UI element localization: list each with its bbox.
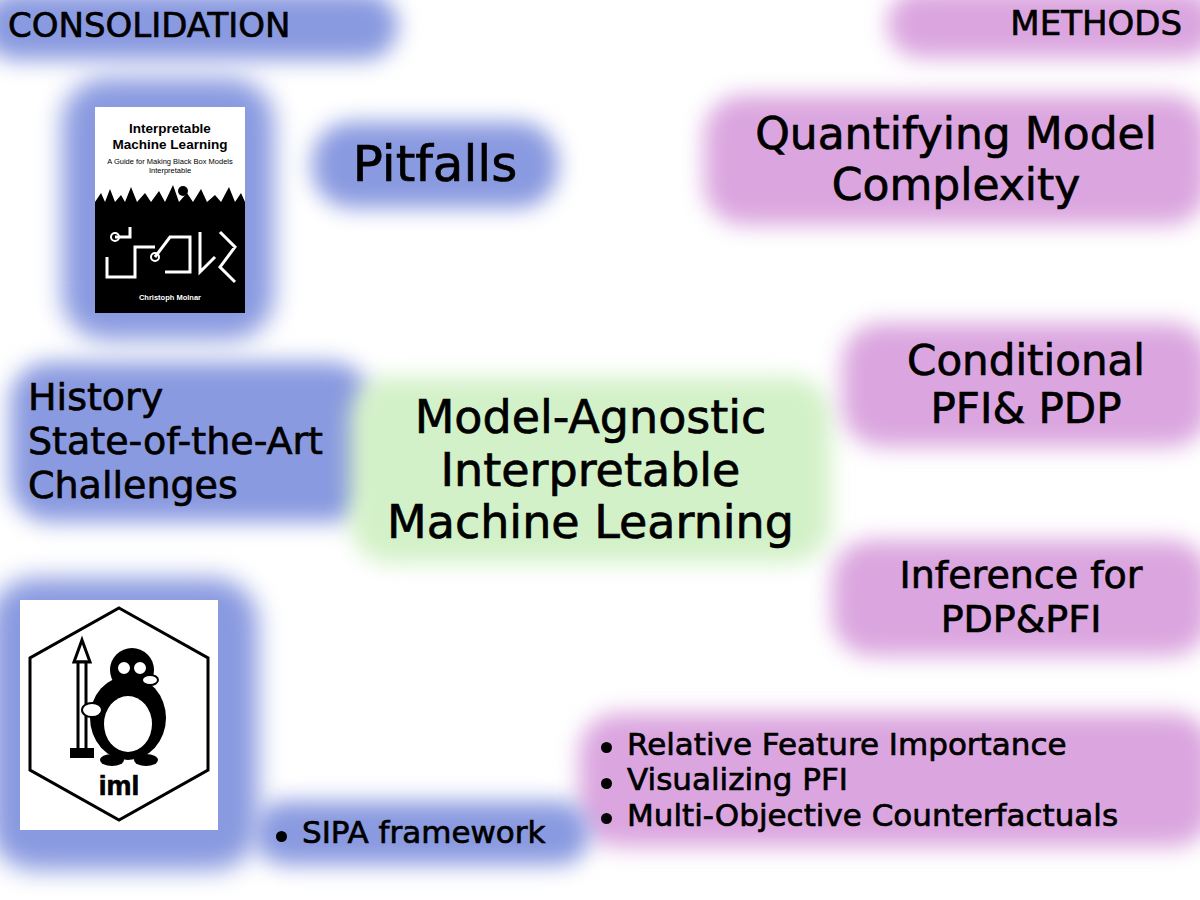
label-text: State-of-the-Art xyxy=(28,420,353,464)
label-text: Quantifying Model Complexity xyxy=(722,109,1190,210)
label-text: Pitfalls xyxy=(330,136,540,194)
section-header: CONSOLIDATION xyxy=(0,6,380,45)
method-blob: Conditional PFI& PDP xyxy=(860,337,1192,434)
book-text: A Guide for Making Black Box Models Inte… xyxy=(105,157,235,175)
label-text: CONSOLIDATION xyxy=(8,6,380,45)
method-blob: Quantifying Model Complexity xyxy=(722,109,1190,210)
package-logo: iml xyxy=(20,600,218,830)
section-header: METHODS xyxy=(905,4,1200,43)
label-text: METHODS xyxy=(905,4,1182,43)
method-blob: Inference for PDP&PFI xyxy=(850,554,1192,641)
label-text: Conditional PFI& PDP xyxy=(860,337,1192,434)
label-text: Inference for PDP&PFI xyxy=(850,554,1192,641)
label-text: Model-Agnostic Interpretable Machine Lea… xyxy=(368,391,813,550)
label-text: History xyxy=(28,376,353,420)
method-list: Relative Feature ImportanceVisualizing P… xyxy=(597,727,1195,834)
label-text: Visualizing PFI xyxy=(597,762,1195,798)
topic-list: SIPA framework xyxy=(272,815,572,851)
label-text: Multi-Objective Counterfactuals xyxy=(597,798,1195,834)
book-text: Christoph Molnar xyxy=(105,293,235,302)
topic-blob: Pitfalls xyxy=(330,136,540,194)
label-text: SIPA framework xyxy=(272,815,572,851)
topic-blob: HistoryState-of-the-ArtChallenges xyxy=(28,376,353,507)
label-text: Challenges xyxy=(28,464,353,508)
central-topic: Model-Agnostic Interpretable Machine Lea… xyxy=(368,391,813,550)
book-cover: Interpretable Machine Learning A Guide fo… xyxy=(95,107,245,313)
book-text: Interpretable Machine Learning xyxy=(105,121,235,153)
logo-text: iml xyxy=(20,770,218,802)
label-text: Relative Feature Importance xyxy=(597,727,1195,763)
